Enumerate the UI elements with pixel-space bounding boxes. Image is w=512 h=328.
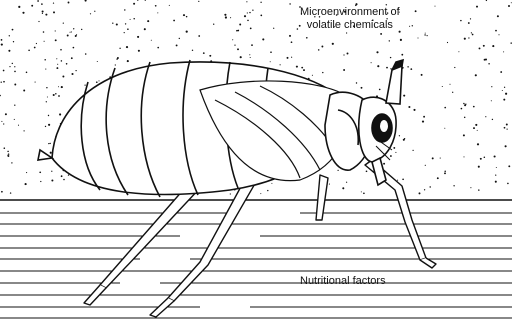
volatile-label-line2: volatile chemicals: [300, 19, 400, 32]
nutritional-factors-label: Nutritional factors: [300, 275, 386, 288]
substrate-surface: [0, 200, 512, 318]
volatile-label-line1: Microenvironment of: [300, 6, 400, 19]
volatile-chemicals-label: Microenvironment of volatile chemicals: [300, 6, 400, 32]
mouthparts: [372, 158, 386, 185]
antenna: [386, 66, 402, 104]
